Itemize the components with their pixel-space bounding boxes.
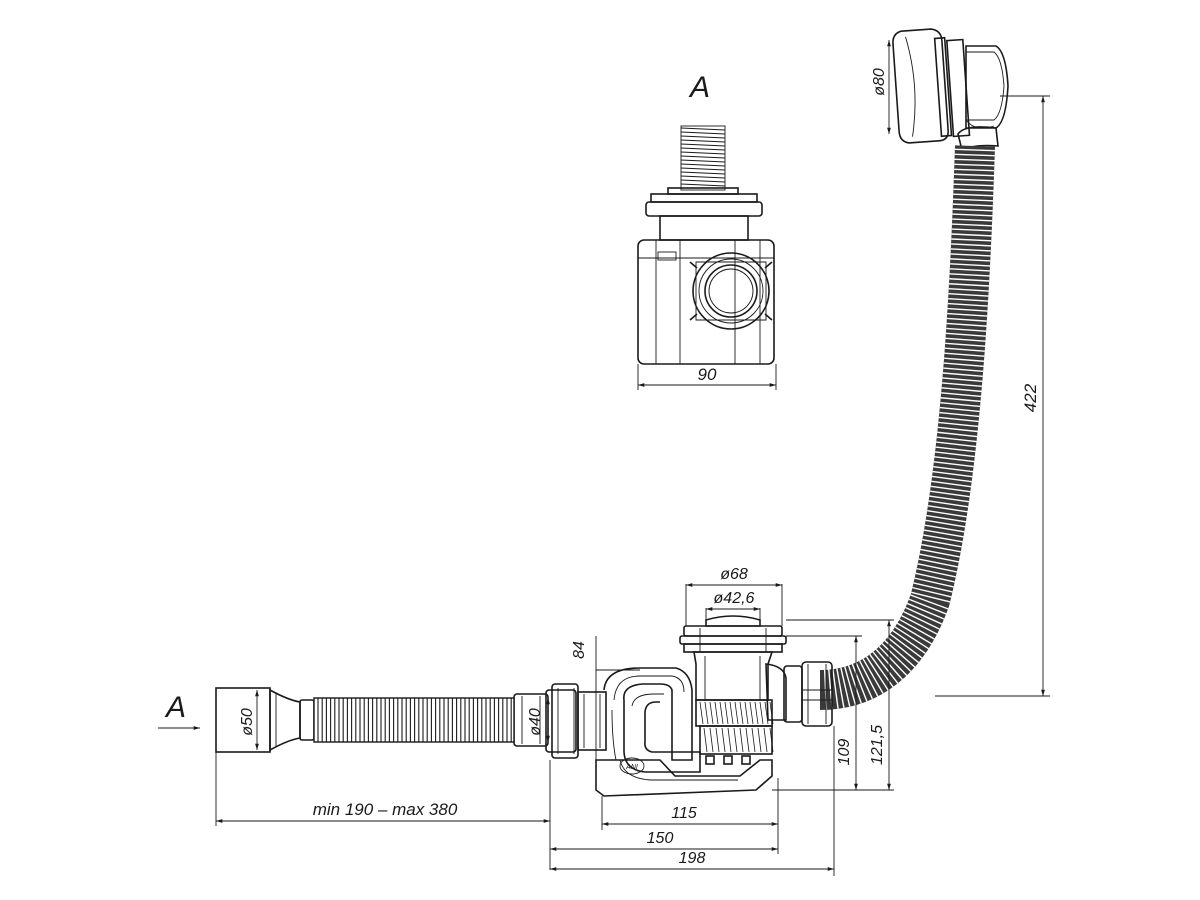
top-view-threaded-stem — [680, 125, 726, 191]
top-view-flange-2 — [650, 193, 758, 203]
dimension-cap-diameters: ø68 ø42,6 — [685, 566, 783, 626]
drain-body — [693, 651, 787, 727]
dim-label-90: 90 — [698, 365, 717, 384]
dimension-height-109: 109 — [772, 635, 862, 791]
top-view-box-body — [637, 239, 775, 365]
dim-label-overflow-diameter: ø80 — [871, 68, 888, 96]
dim-label-198: 198 — [679, 850, 706, 867]
dim-label-115: 115 — [671, 805, 697, 822]
dim-label-422: 422 — [1021, 383, 1040, 412]
dimension-height-121-5: 121,5 — [786, 619, 894, 791]
brand-logo: АNІ — [619, 757, 645, 775]
dimension-length-150: 150 — [550, 830, 779, 854]
top-view-neck — [659, 215, 749, 241]
dimension-hose-length: min 190 – max 380 — [215, 752, 551, 870]
dimension-length-198: 198 — [550, 726, 835, 876]
view-arrow-side: A — [158, 691, 200, 730]
lower-threaded-connector — [699, 725, 774, 755]
dimension-inlet-height: 84 — [571, 636, 640, 760]
siphon-trap: АNІ — [595, 667, 773, 797]
dim-label-cap-inner: ø42,6 — [714, 590, 755, 607]
dim-label-109: 109 — [836, 739, 853, 766]
view-letter-side: A — [164, 691, 186, 724]
drain-assembly: АNІ — [545, 615, 833, 797]
dimension-base-length: 115 — [601, 778, 779, 830]
overflow-hose — [819, 145, 995, 710]
top-view-outlet-port — [689, 252, 773, 330]
dimension-outlet-diameter: ø50 — [239, 690, 259, 750]
dim-label-84: 84 — [571, 641, 588, 659]
dimension-height-422: 422 — [935, 95, 1050, 697]
dim-label-outlet-diameter: ø50 — [239, 708, 256, 736]
dimension-overflow-diameter: ø80 — [871, 40, 891, 134]
outlet-union-nut — [545, 683, 607, 759]
hose-union-nut — [783, 661, 833, 727]
dim-label-150: 150 — [647, 830, 674, 847]
view-letter-top: A — [688, 71, 710, 104]
dimension-inlet-diameter: ø40 — [527, 698, 550, 742]
svg-text:АNІ: АNІ — [625, 764, 638, 771]
dim-label-inlet-diameter: ø40 — [527, 708, 544, 736]
top-view-flange-1 — [667, 187, 739, 195]
top-view: A — [637, 71, 777, 390]
dim-label-hose-length: min 190 – max 380 — [313, 800, 458, 819]
overflow-head — [892, 28, 1009, 152]
dim-label-121-5: 121,5 — [869, 725, 886, 765]
outlet-hose — [215, 687, 549, 753]
dimension-top-view-width: 90 — [637, 364, 777, 390]
dim-label-cap-outer: ø68 — [720, 566, 748, 583]
drain-cap — [679, 615, 787, 653]
top-view-flange-3 — [645, 201, 763, 217]
